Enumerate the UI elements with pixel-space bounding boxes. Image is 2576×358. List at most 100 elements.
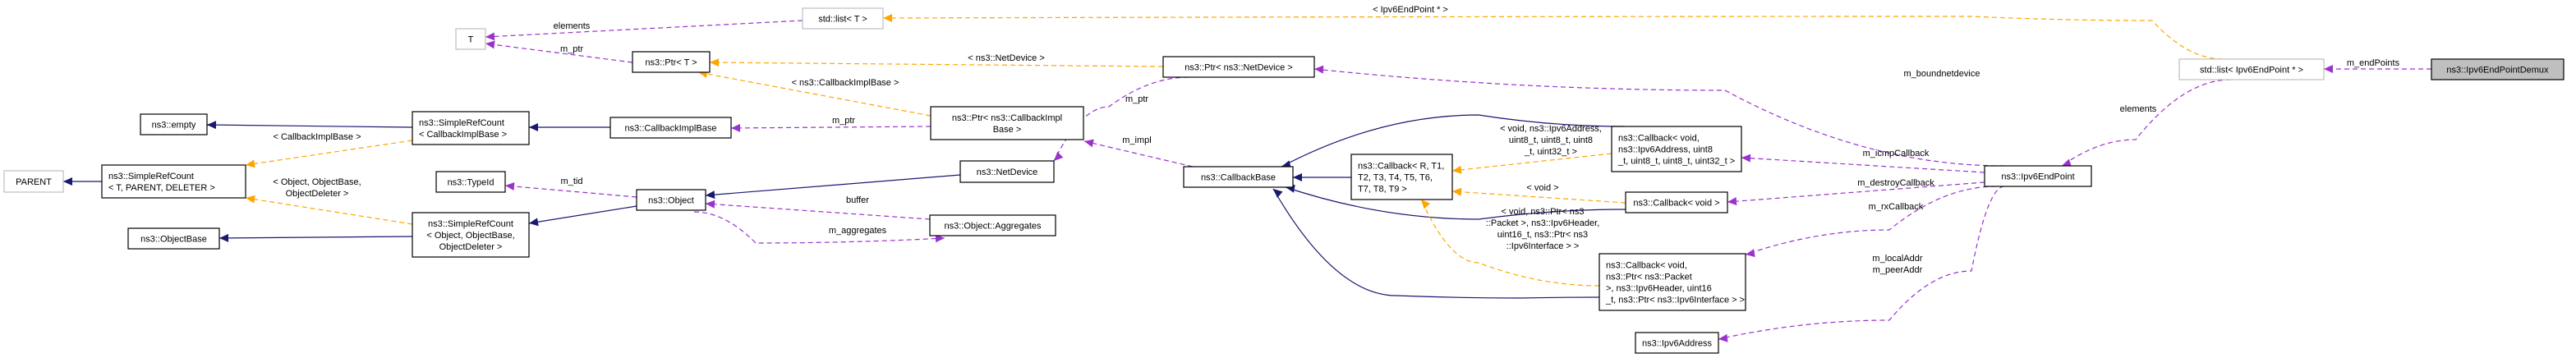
- node-label: ns3::Ptr< T >: [645, 58, 697, 68]
- edge-template-cbrx-to-cbgen: [1420, 199, 1600, 287]
- edge-label: < ns3::NetDevice >: [968, 53, 1045, 63]
- arrowhead-icon: [1741, 154, 1751, 163]
- arrowhead-icon: [485, 40, 495, 49]
- arrowhead-icon: [1054, 151, 1064, 161]
- node-label: std::list< T >: [818, 15, 867, 25]
- edge-label: m_destroyCallback: [1857, 178, 1934, 188]
- class-node-cib[interactable]: ns3::CallbackImplBase: [610, 117, 732, 139]
- node-label: T2, T3, T4, T5, T6,: [1358, 173, 1433, 183]
- class-node-ptrcib[interactable]: ns3::Ptr< ns3::CallbackImplBase >: [930, 106, 1084, 140]
- class-node-cbicmp[interactable]: ns3::Callback< void,ns3::Ipv6Address, ui…: [1611, 126, 1742, 172]
- node-label: ns3::Callback< void,: [1618, 134, 1700, 144]
- class-node-src_obj[interactable]: ns3::SimpleRefCount< Object, ObjectBase,…: [412, 212, 530, 258]
- node-label: ns3::Object: [648, 196, 694, 206]
- edge-label: m_rxCallback: [1869, 202, 1924, 212]
- class-node-objectbase[interactable]: ns3::ObjectBase: [127, 227, 220, 250]
- class-node-cbrx[interactable]: ns3::Callback< void,ns3::Ptr< ns3::Packe…: [1598, 253, 1746, 311]
- class-node-netdevice[interactable]: ns3::NetDevice: [959, 160, 1055, 183]
- edge-member-listEP-to-endpoint: [2061, 79, 2232, 168]
- arrowhead-icon: [1718, 333, 1728, 342]
- class-node-parent[interactable]: PARENT: [3, 170, 64, 193]
- edge-label: m_boundnetdevice: [1904, 69, 1980, 79]
- class-node-cbvoid[interactable]: ns3::Callback< void >: [1625, 191, 1728, 213]
- edge-line: [528, 205, 637, 224]
- edge-label: m_aggregates: [829, 226, 887, 236]
- class-node-src_cib[interactable]: ns3::SimpleRefCount< CallbackImplBase >: [412, 111, 530, 145]
- edge-member-endpoint-to-ipv6addr: [1718, 186, 2005, 342]
- edge-label-e28: m_icmpCallback: [1863, 149, 1930, 158]
- class-node-demux[interactable]: ns3::Ipv6EndPointDemux: [2431, 58, 2564, 80]
- edge-label-e17: < Ipv6EndPoint * >: [1373, 5, 1448, 15]
- edge-label: ObjectDeleter >: [286, 189, 349, 199]
- edge-label-e9: m_tid: [561, 177, 583, 186]
- class-node-T[interactable]: T: [455, 28, 486, 50]
- node-label: ns3::ObjectBase: [140, 235, 207, 245]
- edge-inherit-object-to-src_obj: [528, 205, 637, 227]
- arrowhead-icon: [1273, 189, 1283, 198]
- arrowhead-icon: [706, 200, 715, 209]
- arrowhead-icon: [485, 32, 495, 41]
- edge-template-src_cib-to-src_tpd: [245, 140, 413, 168]
- class-node-object[interactable]: ns3::Object: [636, 189, 706, 211]
- node-label: ns3::CallbackBase: [1201, 173, 1276, 183]
- arrowhead-icon: [1452, 165, 1462, 174]
- edge-label: < ns3::CallbackImplBase >: [792, 78, 899, 88]
- node-label: ns3::Ptr< ns3::NetDevice >: [1184, 63, 1292, 73]
- arrowhead-icon: [883, 13, 893, 22]
- edge-member-ptrT-to-T: [485, 40, 633, 63]
- class-node-src_tpd[interactable]: ns3::SimpleRefCount< T, PARENT, DELETER …: [101, 164, 246, 199]
- edge-template-src_obj-to-src_tpd: [245, 195, 413, 225]
- edge-line: [1420, 199, 1600, 287]
- arrowhead-icon: [935, 234, 945, 243]
- node-label: ns3::Ipv6EndPointDemux: [2446, 66, 2549, 76]
- node-label: ns3::Object::Aggregates: [944, 222, 1042, 232]
- edge-label-e29: m_destroyCallback: [1857, 178, 1934, 188]
- class-node-ptrnd[interactable]: ns3::Ptr< ns3::NetDevice >: [1162, 56, 1315, 78]
- class-node-aggregates[interactable]: ns3::Object::Aggregates: [929, 214, 1056, 236]
- node-label: >, ns3::Ipv6Header, uint16: [1606, 284, 1712, 294]
- node-box: [929, 214, 1056, 236]
- edge-line: [1313, 68, 2005, 167]
- class-node-ptrT[interactable]: ns3::Ptr< T >: [632, 51, 711, 73]
- edge-label-e13: m_ptr: [832, 116, 855, 126]
- class-node-cbbase[interactable]: ns3::CallbackBase: [1183, 166, 1294, 188]
- node-box: [1984, 165, 2092, 187]
- node-label: _t, uint8_t, uint8_t, uint32_t >: [1617, 157, 1735, 167]
- edge-template-cbvoid-to-cbgen: [1451, 187, 1626, 204]
- edge-label: < void >: [1526, 183, 1558, 193]
- edge-label-e3: < CallbackImplBase >: [274, 132, 361, 142]
- node-label: Base >: [993, 125, 1022, 135]
- edge-template-ptrcib-to-ptrT: [697, 70, 932, 117]
- edge-line: [882, 16, 2224, 60]
- edge-label: m_ptr: [560, 44, 583, 54]
- arrowhead-icon: [1452, 187, 1462, 196]
- node-box: [959, 160, 1055, 183]
- class-node-listEP[interactable]: std::list< Ipv6EndPoint * >: [2178, 58, 2325, 80]
- edge-line: [709, 62, 1164, 67]
- node-box: [140, 113, 208, 135]
- arrowhead-icon: [731, 123, 741, 132]
- node-label: ns3::TypeId: [448, 178, 494, 188]
- edge-label-e26: < void, ns3::Ptr< ns3::Packet >, ns3::Ip…: [1486, 207, 1600, 251]
- node-box: [127, 227, 220, 250]
- class-node-ipv6addr[interactable]: ns3::Ipv6Address: [1635, 332, 1719, 354]
- node-box: [1183, 166, 1294, 188]
- class-node-listT[interactable]: std::list< T >: [802, 7, 884, 30]
- edge-member-object-to-typeid: [504, 181, 637, 198]
- node-box: [412, 212, 530, 258]
- class-node-cbgen[interactable]: ns3::Callback< R, T1,T2, T3, T4, T5, T6,…: [1350, 154, 1453, 200]
- class-node-typeid[interactable]: ns3::TypeId: [435, 171, 506, 193]
- node-label: ns3::Ptr< ns3::CallbackImpl: [952, 113, 1062, 123]
- edge-label: m_impl: [1122, 135, 1151, 145]
- class-node-endpoint[interactable]: ns3::Ipv6EndPoint: [1984, 165, 2092, 187]
- edge-label: m_ptr: [1125, 94, 1148, 104]
- edge-line: [245, 140, 413, 166]
- class-node-empty[interactable]: ns3::empty: [140, 113, 208, 135]
- node-label: < Object, ObjectBase,: [426, 231, 514, 241]
- node-box: [1611, 126, 1742, 172]
- edge-label: < Object, ObjectBase,: [273, 177, 361, 187]
- edge-line: [2061, 79, 2232, 167]
- node-label: T: [468, 35, 474, 45]
